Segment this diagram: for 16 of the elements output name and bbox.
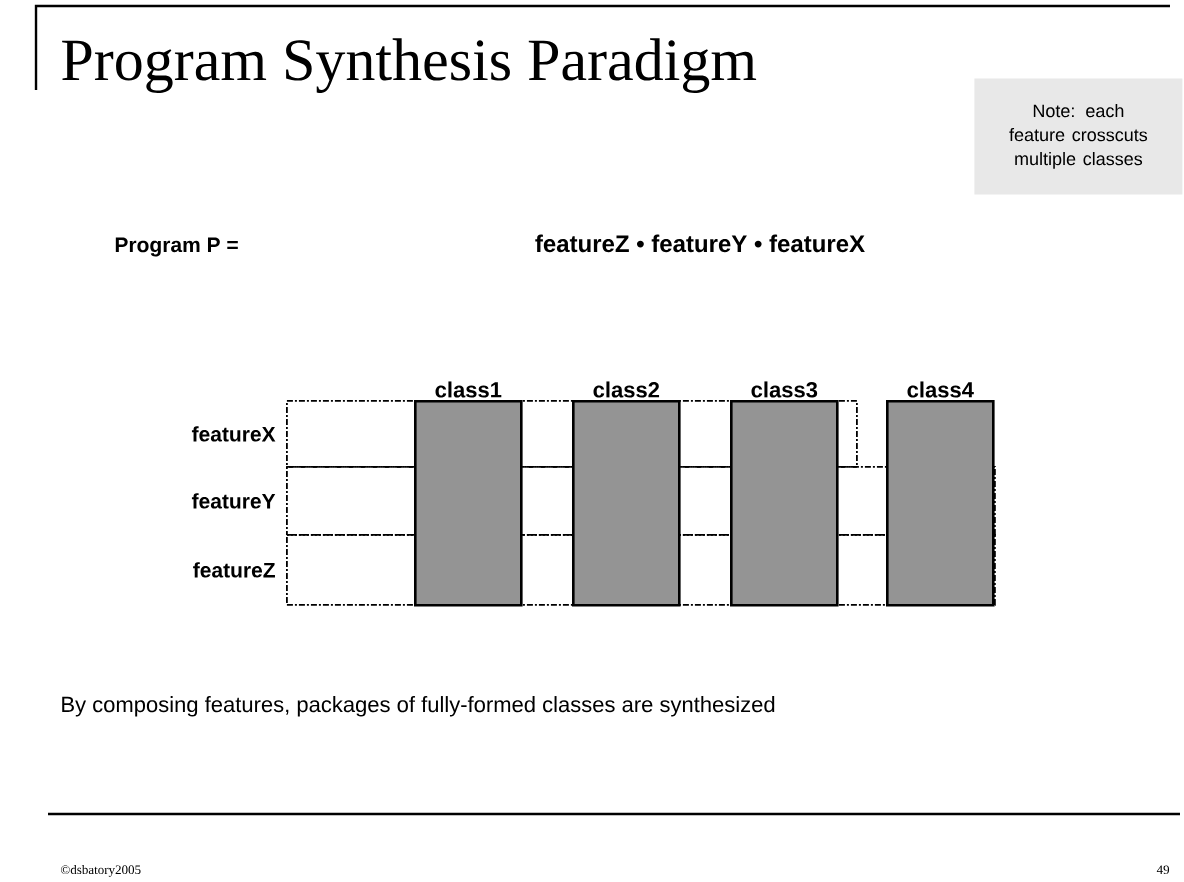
- class-column: class3: [730, 381, 839, 607]
- class-column: class1: [414, 381, 523, 607]
- formula-label: Program P =: [115, 237, 238, 257]
- class-column: class4: [886, 381, 995, 607]
- caption: By composing features, packages of fully-formed classes are synthesized: [62, 696, 775, 717]
- class-column: class2: [572, 381, 681, 607]
- node-label: class1: [435, 381, 502, 398]
- node-label: class3: [751, 381, 818, 398]
- composition-expression: featureZ • featureY • featureX: [535, 234, 865, 253]
- node-label: featureZ: [193, 562, 275, 578]
- note-box: Note: each feature crosscuts multiple classes: [974, 78, 1183, 195]
- node-label: featureY: [191, 493, 276, 509]
- node-label: featureX: [191, 426, 276, 442]
- slide-title: Program Synthesis Paradigm: [62, 38, 757, 93]
- node-label: class2: [593, 381, 660, 398]
- node-label: class4: [907, 381, 974, 398]
